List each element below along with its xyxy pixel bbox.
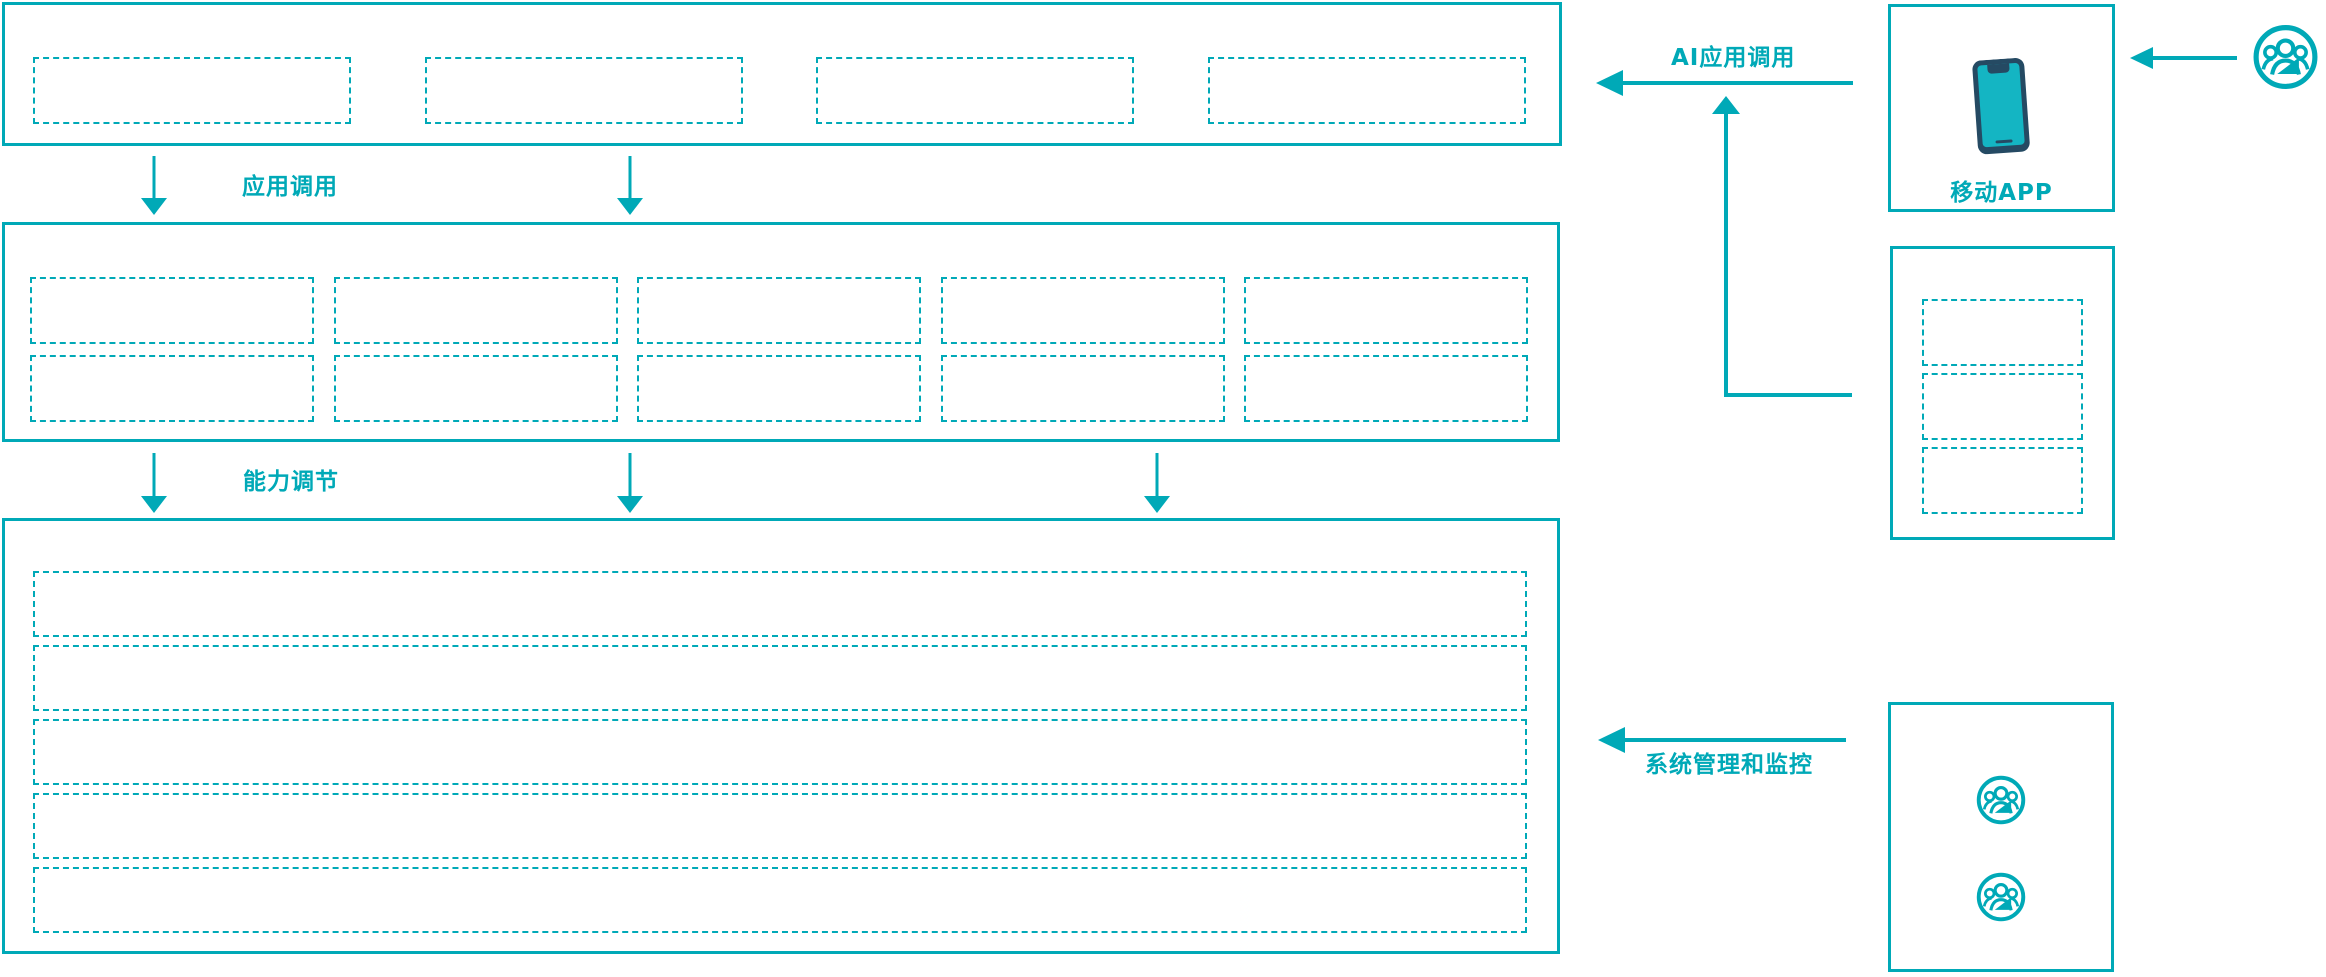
- placeholder-box: [637, 355, 921, 422]
- admin-box: [1888, 702, 2114, 972]
- smartphone-icon: [1969, 57, 2033, 155]
- placeholder-box: [33, 57, 351, 124]
- middle-layer-row-1: [5, 225, 1557, 344]
- user-group-icon: [2252, 24, 2319, 90]
- placeholder-box: [424, 57, 743, 124]
- placeholder-box: [1207, 57, 1526, 124]
- placeholder-box: [33, 793, 1527, 859]
- placeholder-box: [33, 719, 1527, 785]
- capability-label: 能力调节: [243, 469, 339, 495]
- app-call-arrow-2: [617, 156, 643, 215]
- mobile-app-label: 移动APP: [1950, 180, 2053, 206]
- app-call-label: 应用调用: [242, 174, 338, 200]
- app-call-arrow-1: [141, 156, 167, 215]
- placeholder-box: [33, 867, 1527, 933]
- bottom-layer-rows: [5, 521, 1557, 933]
- placeholder-box: [1244, 355, 1528, 422]
- placeholder-box: [30, 355, 314, 422]
- ai-call-label: AI应用调用: [1671, 45, 1796, 71]
- bottom-layer-box: [2, 518, 1560, 954]
- capability-arrow-3: [1144, 453, 1170, 513]
- backend-placeholder-stack: [1893, 249, 2112, 514]
- top-layer-placeholder-row: [5, 5, 1559, 124]
- placeholder-box: [816, 57, 1135, 124]
- backend-box: [1890, 246, 2115, 540]
- ai-call-arrow: [1596, 70, 1853, 96]
- placeholder-box: [940, 355, 1225, 422]
- placeholder-box: [637, 277, 921, 344]
- capability-arrow-1: [141, 453, 167, 513]
- placeholder-box: [333, 277, 618, 344]
- placeholder-box: [1922, 447, 2083, 514]
- end-user-arrow: [2130, 47, 2237, 69]
- mobile-app-box: 移动APP: [1888, 4, 2115, 212]
- placeholder-box: [1922, 373, 2083, 440]
- sys-mgmt-label: 系统管理和监控: [1645, 752, 1813, 778]
- capability-arrow-2: [617, 453, 643, 513]
- middle-layer-row-2: [5, 344, 1557, 422]
- placeholder-box: [1244, 277, 1528, 344]
- user-group-icon: [1976, 775, 2026, 825]
- placeholder-box: [30, 277, 314, 344]
- placeholder-box: [1922, 299, 2083, 366]
- sys-mgmt-arrow: [1598, 727, 1846, 753]
- user-group-icon: [1976, 872, 2026, 922]
- placeholder-box: [33, 645, 1527, 711]
- placeholder-box: [940, 277, 1225, 344]
- backend-up-elbow-arrow: [1712, 96, 1852, 397]
- placeholder-box: [33, 571, 1527, 637]
- placeholder-box: [333, 355, 618, 422]
- top-layer-box: [2, 2, 1562, 146]
- middle-layer-box: [2, 222, 1560, 442]
